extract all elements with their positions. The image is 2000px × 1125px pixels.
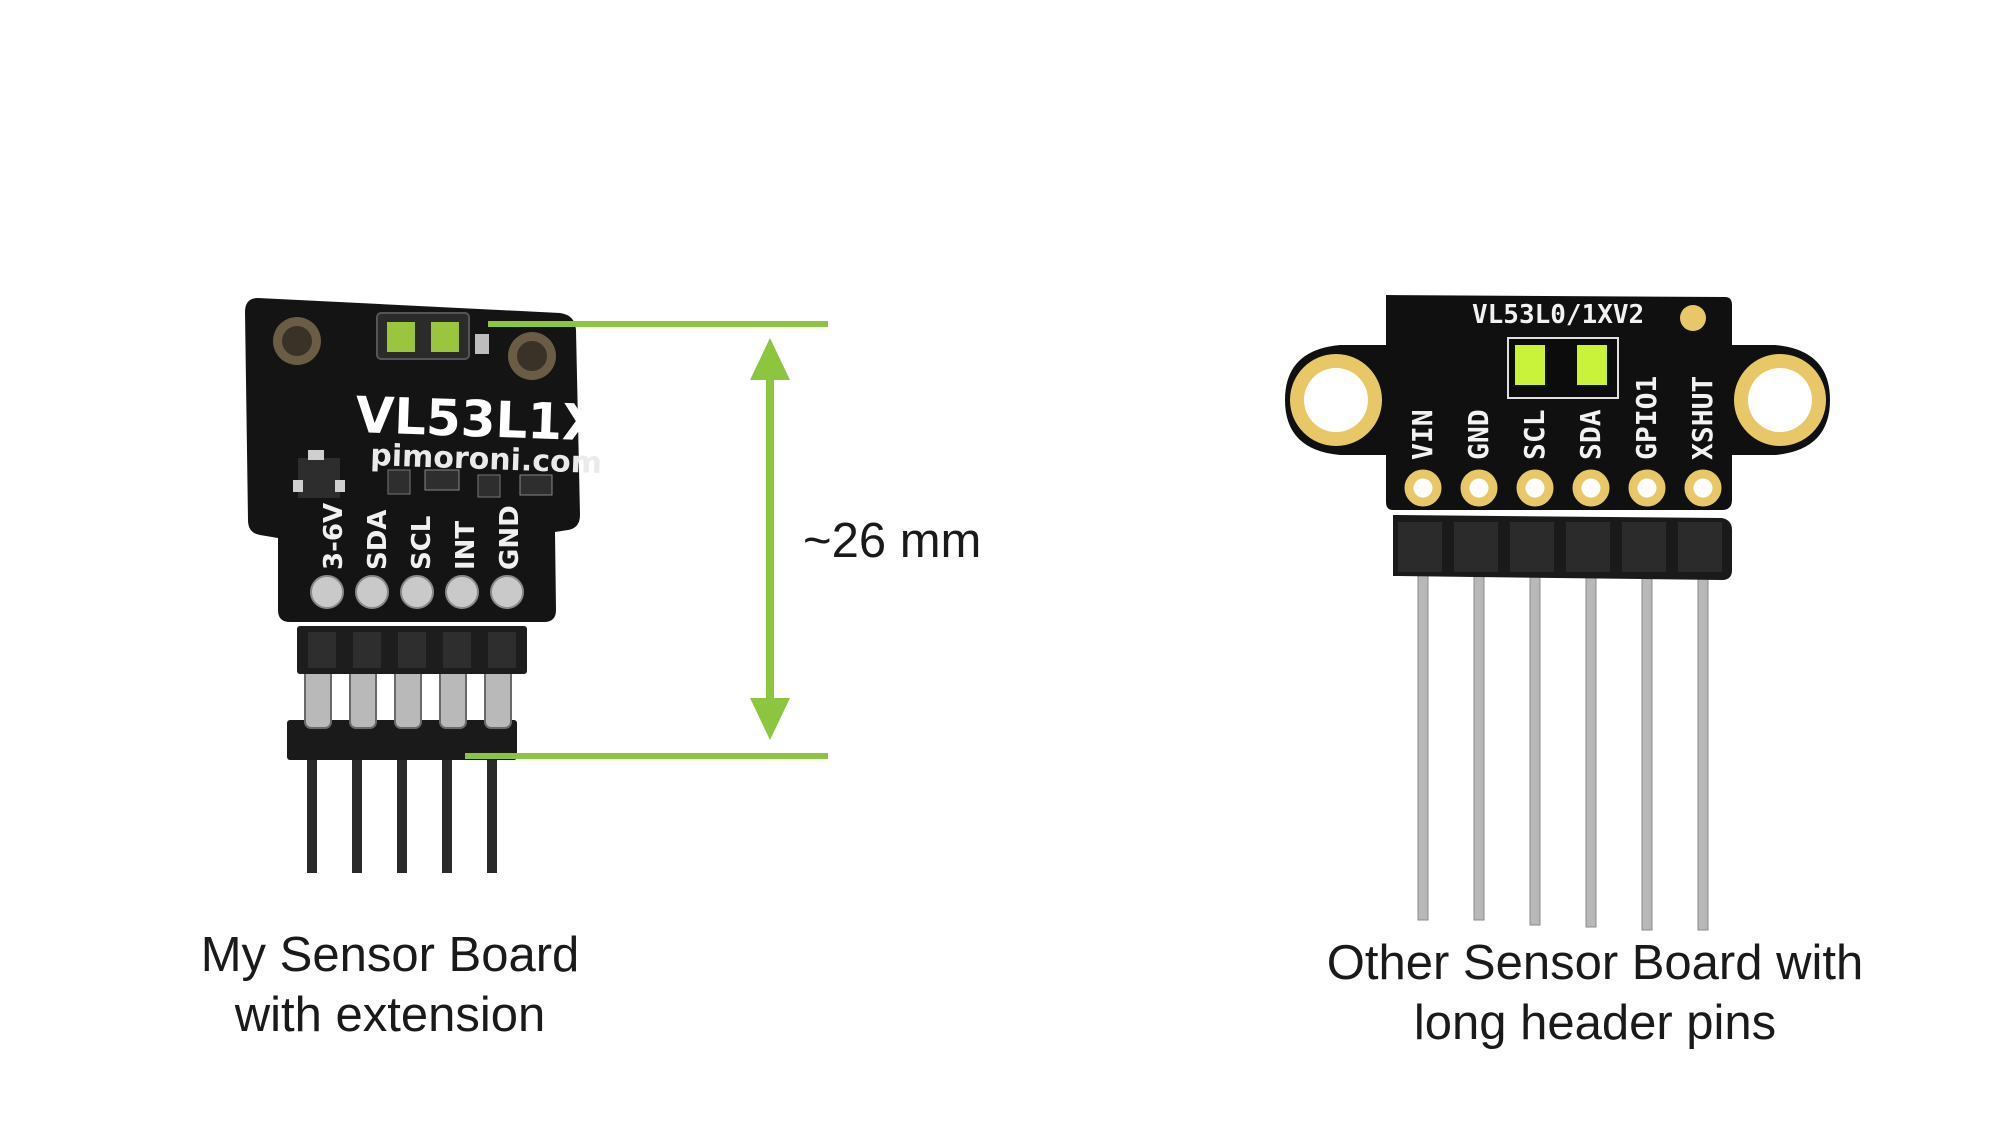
right-caption-line-2: long header pins: [1413, 996, 1777, 1050]
right-pin-label: VIN: [1406, 409, 1439, 460]
dimension-arrowhead-down: [750, 698, 790, 740]
dimension-arrowhead-up: [750, 338, 790, 380]
left-chip-name: VL53L1X: [355, 386, 602, 453]
left-pin-label: SDA: [363, 510, 393, 570]
dimension-label: ~26 mm: [803, 514, 982, 568]
left-lower-header: [287, 720, 517, 760]
right-board-caption: Other Sensor Board with long header pins: [1245, 933, 1945, 1053]
right-pin-label: SDA: [1574, 409, 1607, 460]
left-pin-label: SCL: [407, 516, 437, 570]
left-pin-label: GND: [495, 505, 525, 570]
right-pin-labels: VIN GND SCL SDA GPIO1 XSHUT: [1406, 376, 1719, 460]
right-header-pins: [1417, 574, 1709, 931]
left-extension-pins: [304, 667, 512, 729]
left-header-pins: [307, 750, 497, 873]
right-pin-label: GND: [1462, 409, 1495, 460]
left-pin-labels: 3-6V SDA SCL INT GND: [319, 503, 525, 570]
left-sensor-board: VL53L1X pimoroni.com 3-6V SDA SCL INT GN…: [245, 298, 603, 873]
left-caption-line-1: My Sensor Board: [200, 928, 580, 982]
left-pin-label: 3-6V: [319, 503, 349, 570]
right-pin-label: XSHUT: [1686, 376, 1719, 460]
right-solder-pads: [1404, 469, 1722, 507]
left-solder-pads: [310, 575, 524, 609]
left-pcb: [245, 298, 580, 622]
right-pin-label: SCL: [1518, 409, 1551, 460]
left-board-caption: My Sensor Board with extension: [140, 925, 640, 1045]
left-smd-components: [293, 450, 553, 498]
right-pcb: [1285, 295, 1830, 510]
left-caption-line-2: with extension: [234, 988, 546, 1042]
right-pin-label: GPIO1: [1630, 376, 1663, 460]
left-pin-label: INT: [451, 521, 481, 570]
right-chip-name: VL53L0/1XV2: [1472, 300, 1644, 330]
dimension-marker: [465, 321, 828, 759]
right-caption-line-1: Other Sensor Board with: [1326, 936, 1864, 990]
right-sensor-board: VL53L0/1XV2 VIN GND SCL SDA GPIO1 XSHUT: [1285, 295, 1830, 931]
